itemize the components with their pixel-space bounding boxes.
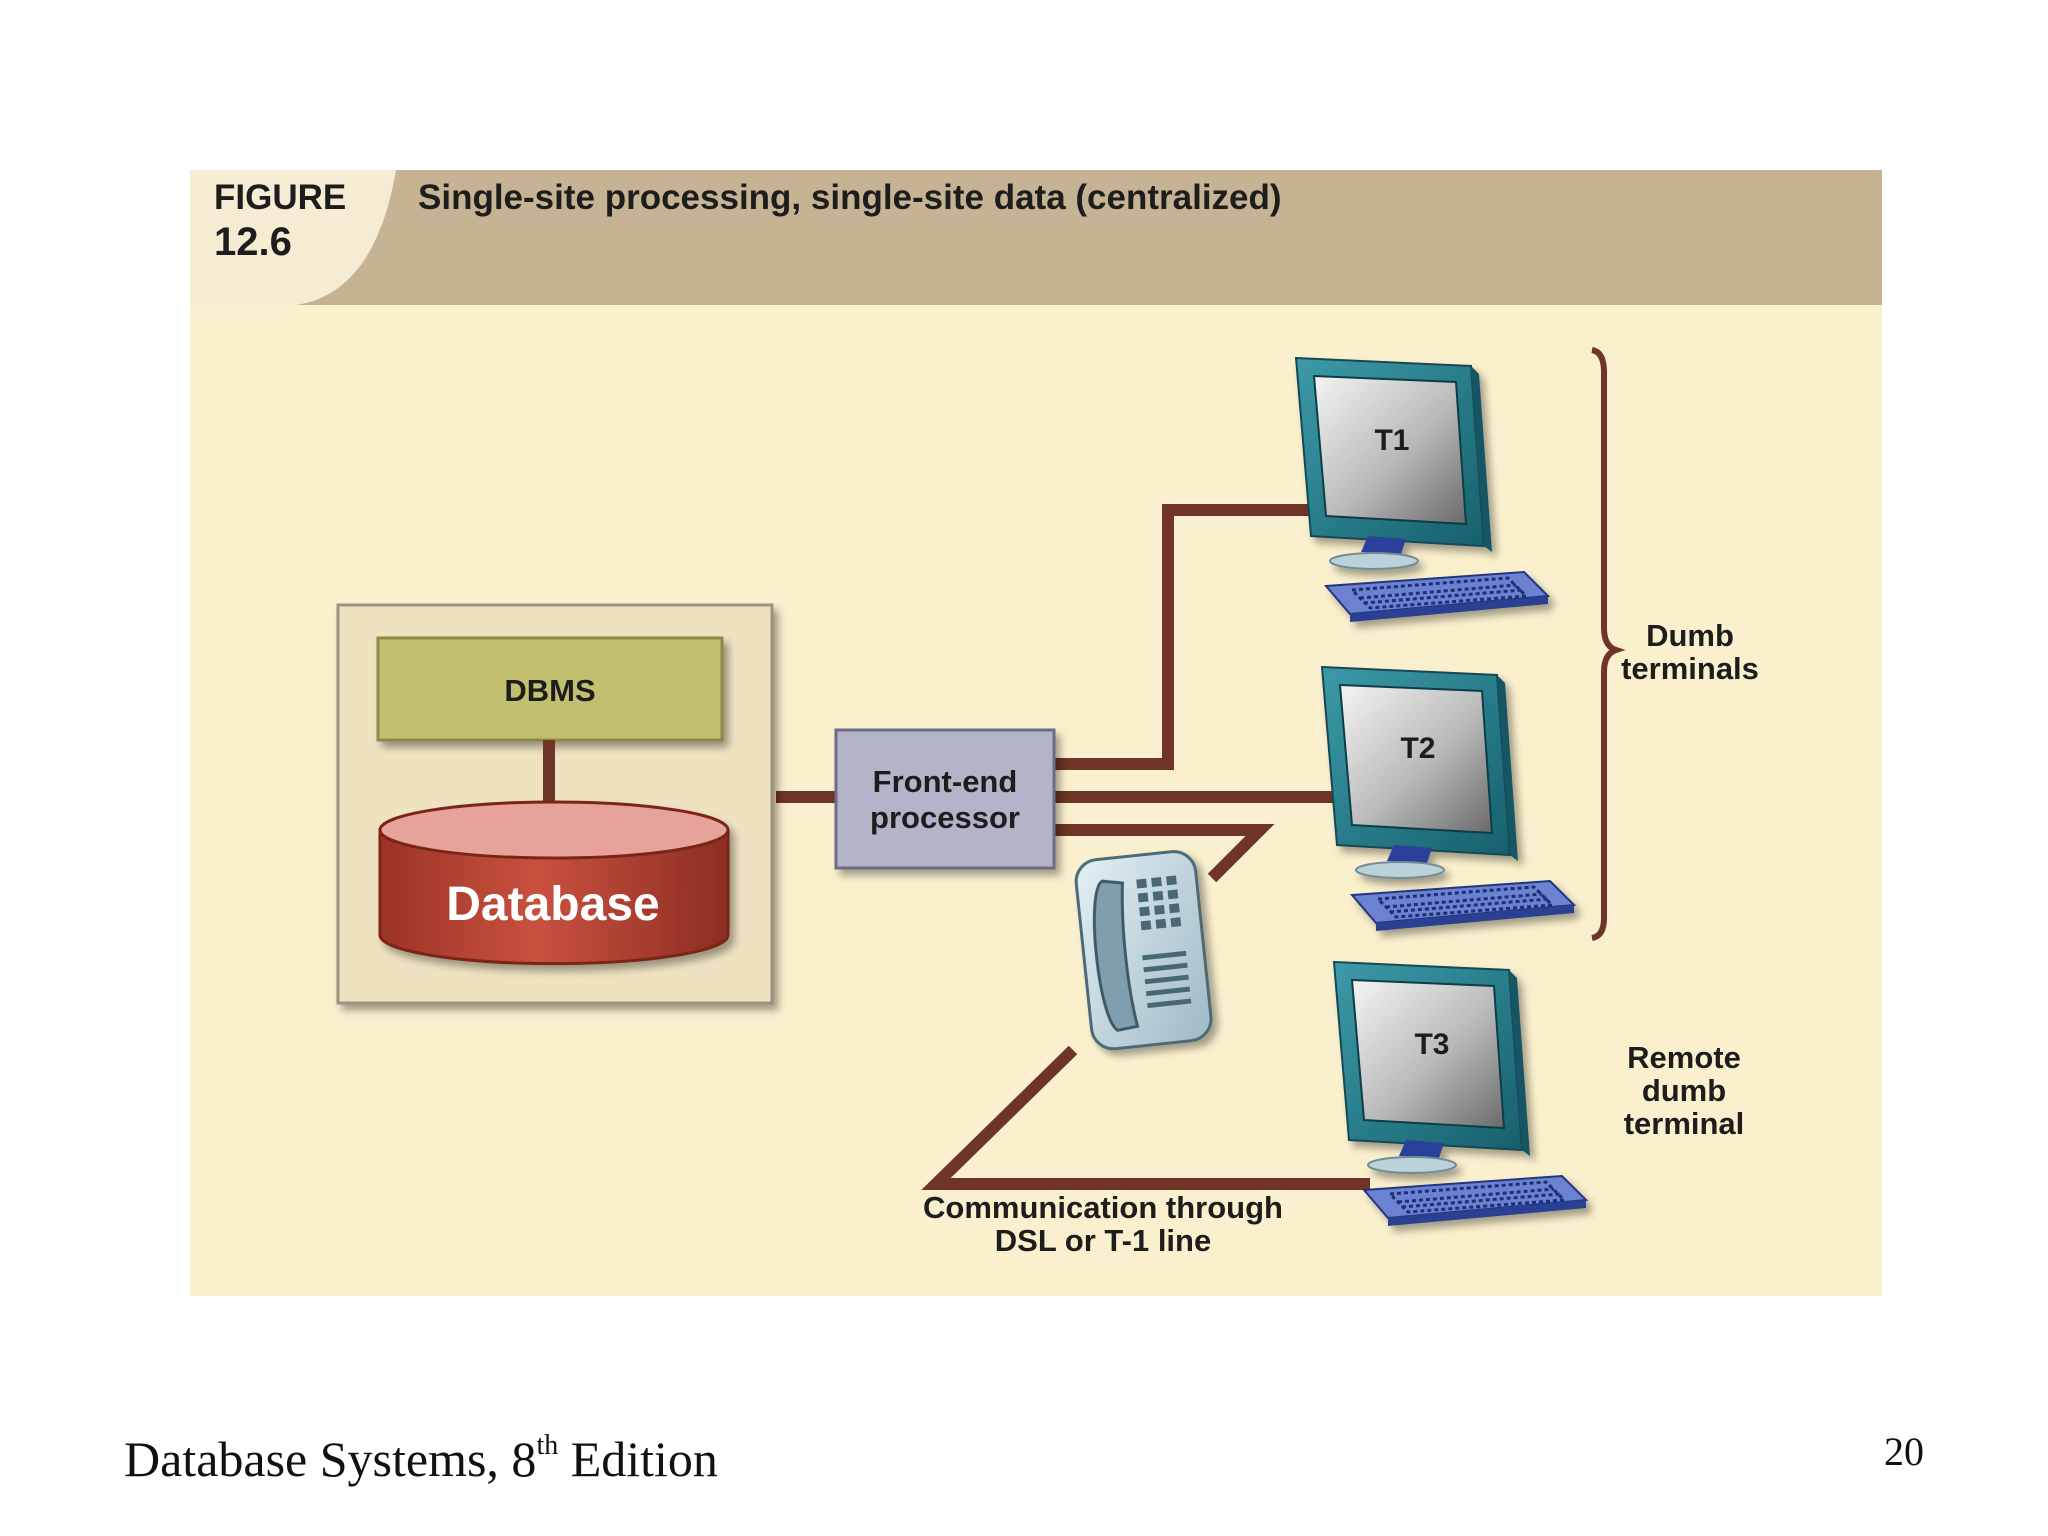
- database-host-box: [336, 603, 774, 1005]
- remote-terminal-label-line3: terminal: [1624, 1106, 1745, 1141]
- dumb-terminals-label-line1: Dumb: [1646, 618, 1734, 653]
- database-label: Database: [446, 878, 659, 931]
- dumb-terminals-label-line2: terminals: [1621, 651, 1759, 686]
- terminal-t3-label: T3: [1414, 1028, 1449, 1061]
- page-number: 20: [1884, 1429, 1924, 1474]
- dumb-terminals-brace: [1591, 347, 1626, 941]
- footer-title-text: Database Systems, 8: [124, 1431, 537, 1487]
- database-cylinder: [378, 800, 730, 966]
- remote-terminal-label-line2: dumb: [1642, 1073, 1726, 1108]
- front-end-label-line2: processor: [870, 800, 1020, 835]
- remote-terminal-label-line1: Remote: [1627, 1040, 1741, 1075]
- figure-label-tab: [190, 170, 396, 305]
- connector-to-phone: [1052, 824, 1275, 883]
- telephone-icon: [1074, 850, 1213, 1051]
- connector-to-t1: [1052, 504, 1310, 770]
- communication-label-line2: DSL or T-1 line: [995, 1223, 1211, 1258]
- connector-lines: [776, 504, 1370, 1190]
- figure-label-number: 12.6: [214, 220, 292, 264]
- communication-label-line1: Communication through: [923, 1190, 1283, 1225]
- footer-edition-word: Edition: [558, 1431, 718, 1487]
- front-end-label-line1: Front-end: [873, 764, 1018, 799]
- footer-edition-sup: th: [536, 1430, 559, 1461]
- figure-label-word: FIGURE: [214, 178, 346, 217]
- connector-phone-to-t3: [921, 1045, 1370, 1190]
- dbms-label: DBMS: [504, 673, 595, 708]
- terminal-t1-label: T1: [1374, 424, 1409, 457]
- footer-book-title: Database Systems, 8th Edition: [124, 1430, 718, 1488]
- front-end-processor-box: [834, 728, 1056, 870]
- figure-title: Single-site processing, single-site data…: [418, 178, 1282, 217]
- terminal-t2-label: T2: [1400, 732, 1435, 765]
- figure-header-band: [190, 170, 1882, 305]
